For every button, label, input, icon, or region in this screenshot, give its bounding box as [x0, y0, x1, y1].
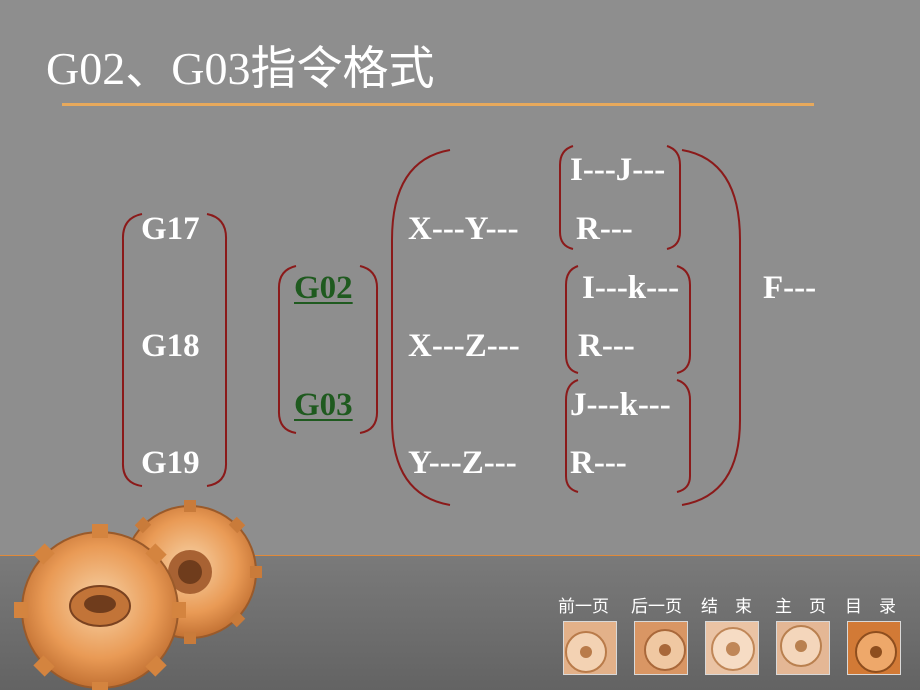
axes-xz: X---Z--- — [408, 328, 520, 364]
param-r3: R--- — [570, 445, 627, 481]
slide-title: G02、G03指令格式 — [46, 43, 435, 94]
feed-word: F--- — [763, 270, 817, 306]
gear-thumb-icon — [777, 622, 829, 674]
home-thumbnail[interactable] — [776, 621, 830, 675]
param-ij: I---J--- — [570, 152, 666, 188]
param-ik: I---k--- — [582, 270, 680, 306]
command-g03-link[interactable]: G03 — [294, 387, 353, 423]
bracket-layer — [121, 145, 741, 506]
contents-thumbnail[interactable] — [847, 621, 901, 675]
plane-bracket-left — [121, 213, 143, 487]
axes-xy: X---Y--- — [408, 211, 519, 247]
gear-thumb-icon — [848, 622, 900, 674]
gear-thumb-icon — [564, 622, 616, 674]
command-bracket-left — [277, 265, 297, 434]
param-bracket-2-left — [565, 265, 579, 374]
command-bracket-right — [359, 265, 379, 434]
param-r1: R--- — [576, 211, 633, 247]
end-thumbnail[interactable] — [705, 621, 759, 675]
plane-g19: G19 — [141, 445, 200, 481]
plane-g18: G18 — [141, 328, 200, 364]
gear-thumb-icon — [706, 622, 758, 674]
plane-g17: G17 — [141, 211, 200, 247]
nav-end[interactable]: 结 束 — [701, 597, 752, 617]
param-bracket-3-right — [676, 379, 691, 493]
plane-bracket-right — [206, 213, 228, 487]
param-bracket-1-right — [666, 145, 681, 250]
gear-thumb-icon — [635, 622, 687, 674]
prev-page-thumbnail[interactable] — [563, 621, 617, 675]
nav-next-page[interactable]: 后一页 — [631, 597, 682, 617]
param-bracket-2-right — [676, 265, 691, 374]
param-r2: R--- — [578, 328, 635, 364]
param-bracket-3-left — [565, 379, 579, 493]
param-bracket-1-left — [559, 145, 574, 250]
title-underline — [62, 103, 814, 106]
nav-prev-page[interactable]: 前一页 — [558, 597, 609, 617]
nav-home[interactable]: 主 页 — [775, 597, 826, 617]
command-g02-link[interactable]: G02 — [294, 270, 353, 306]
nav-contents[interactable]: 目 录 — [845, 597, 896, 617]
param-jk: J---k--- — [570, 387, 671, 423]
main-bracket-left — [391, 149, 451, 506]
next-page-thumbnail[interactable] — [634, 621, 688, 675]
axes-yz: Y---Z--- — [408, 445, 517, 481]
main-bracket-right — [681, 149, 741, 506]
